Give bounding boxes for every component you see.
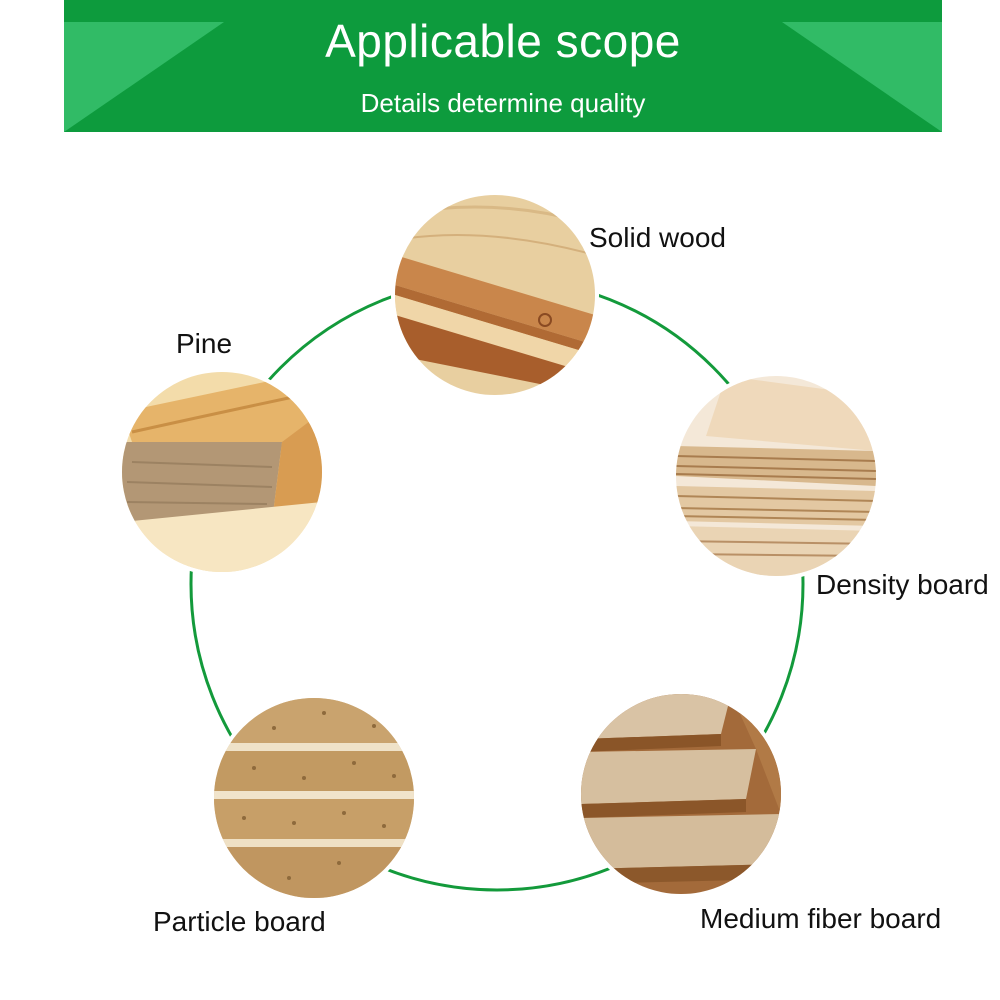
banner-left-wing [64, 22, 224, 132]
plywood-stack-image [676, 376, 876, 576]
page-subtitle: Details determine quality [360, 88, 646, 118]
material-label: Solid wood [589, 222, 726, 253]
material-label: Pine [176, 328, 233, 359]
material-label: Density board [816, 569, 989, 600]
page-title: Applicable scope [325, 15, 681, 67]
particle-board-stack-image [214, 698, 414, 898]
solid-wood-planks-image [395, 195, 595, 395]
mdf-board-stack-image [581, 694, 781, 894]
material-label: Medium fiber board [700, 903, 942, 934]
header-banner: Applicable scope Details determine quali… [64, 0, 942, 132]
banner-right-wing [782, 22, 942, 132]
material-label: Particle board [153, 906, 326, 937]
pine-beam-image [122, 372, 322, 572]
